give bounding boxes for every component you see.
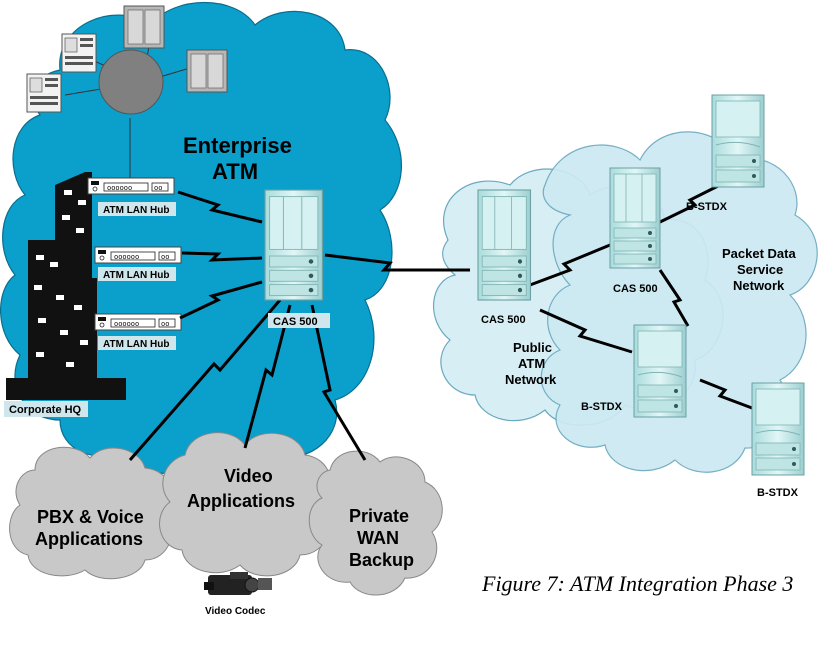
- cas500-enterprise-label: CAS 500: [273, 316, 318, 328]
- link-bstdxB-bstdxC: [699, 378, 753, 410]
- server-icon: [61, 33, 97, 73]
- packet-label-line3: Network: [733, 278, 785, 293]
- video-label-line1: Video: [224, 466, 273, 486]
- video-cloud-shape: [159, 432, 331, 577]
- bstdx-label-c: B-STDX: [757, 487, 799, 499]
- server-cabinet-icon: [186, 49, 228, 93]
- enterprise-atm-cloud: [0, 1, 403, 478]
- public-label-line3: Network: [505, 372, 557, 387]
- link-hub3-cas: [179, 280, 263, 320]
- pbx-label-line2: Applications: [35, 529, 143, 549]
- wan-label-line1: Private: [349, 506, 409, 526]
- pbx-label-line1: PBX & Voice: [37, 507, 144, 527]
- cas500-public-switch-b: [609, 167, 661, 269]
- cas500-public-label-b: CAS 500: [613, 283, 658, 295]
- cas500-public-switch-a: [477, 189, 532, 301]
- pbx-voice-cloud: [9, 446, 173, 580]
- bstdx-switch-c: [751, 382, 805, 476]
- hub-label-2: ATM LAN Hub: [103, 270, 169, 281]
- cas500-enterprise-switch: [264, 189, 324, 301]
- hq-building-icon: [6, 378, 126, 400]
- link-casB-bstdxA: [659, 183, 721, 224]
- atm-links: [128, 183, 753, 461]
- corporate-hq: [6, 172, 126, 400]
- bstdx-switch-b: [633, 324, 687, 418]
- wan-label-line2: WAN: [357, 528, 399, 548]
- video-label-line2: Applications: [187, 491, 295, 511]
- server-icon: [26, 73, 62, 113]
- hub-label-1: ATM LAN Hub: [103, 205, 169, 216]
- bstdx-switch-a: [711, 94, 765, 188]
- atm-lan-hub-3: [94, 313, 182, 331]
- packet-label-line1: Packet Data: [722, 246, 796, 261]
- link-cas-pbx: [128, 299, 282, 461]
- server-cabinet-icon: [123, 5, 165, 49]
- hq-building-icon: [42, 278, 97, 395]
- enterprise-label-line2: ATM: [212, 159, 258, 184]
- link-cas-wan: [310, 304, 367, 461]
- wan-cloud-shape: [308, 450, 443, 596]
- cas500-public-label-a: CAS 500: [481, 314, 526, 326]
- enterprise-cloud-shape: [0, 1, 403, 478]
- atm-lan-hub-1: [87, 177, 175, 195]
- link-cas-public: [324, 253, 470, 272]
- link-casA-bstdxB: [539, 308, 633, 354]
- link-cas-video: [243, 304, 292, 449]
- public-label-line2: ATM: [518, 356, 545, 371]
- server-cluster: [26, 5, 228, 180]
- wan-label-line3: Backup: [349, 550, 414, 570]
- enterprise-label-line1: Enterprise: [183, 133, 292, 158]
- bstdx-label-b: B-STDX: [581, 401, 623, 413]
- lan-hub-ring: [98, 49, 164, 115]
- video-codec-label: Video Codec: [205, 606, 266, 617]
- link-casB-bstdxB: [658, 269, 690, 327]
- hub-label-3: ATM LAN Hub: [103, 339, 169, 350]
- video-camera-icon: [204, 572, 272, 595]
- video-apps-cloud: [159, 432, 331, 577]
- pbx-cloud-shape: [9, 446, 173, 580]
- figure-caption: Figure 7: ATM Integration Phase 3: [481, 571, 793, 596]
- public-label-line1: Public: [513, 340, 552, 355]
- link-hub1-cas: [177, 190, 263, 224]
- link-casA-casB: [529, 243, 611, 287]
- link-hub2-cas: [181, 251, 263, 262]
- wan-backup-cloud: [308, 450, 443, 596]
- hq-label: Corporate HQ: [9, 404, 82, 416]
- atm-lan-hub-2: [94, 246, 182, 264]
- packet-label-line2: Service: [737, 262, 783, 277]
- bstdx-label-a: B-STDX: [686, 201, 728, 213]
